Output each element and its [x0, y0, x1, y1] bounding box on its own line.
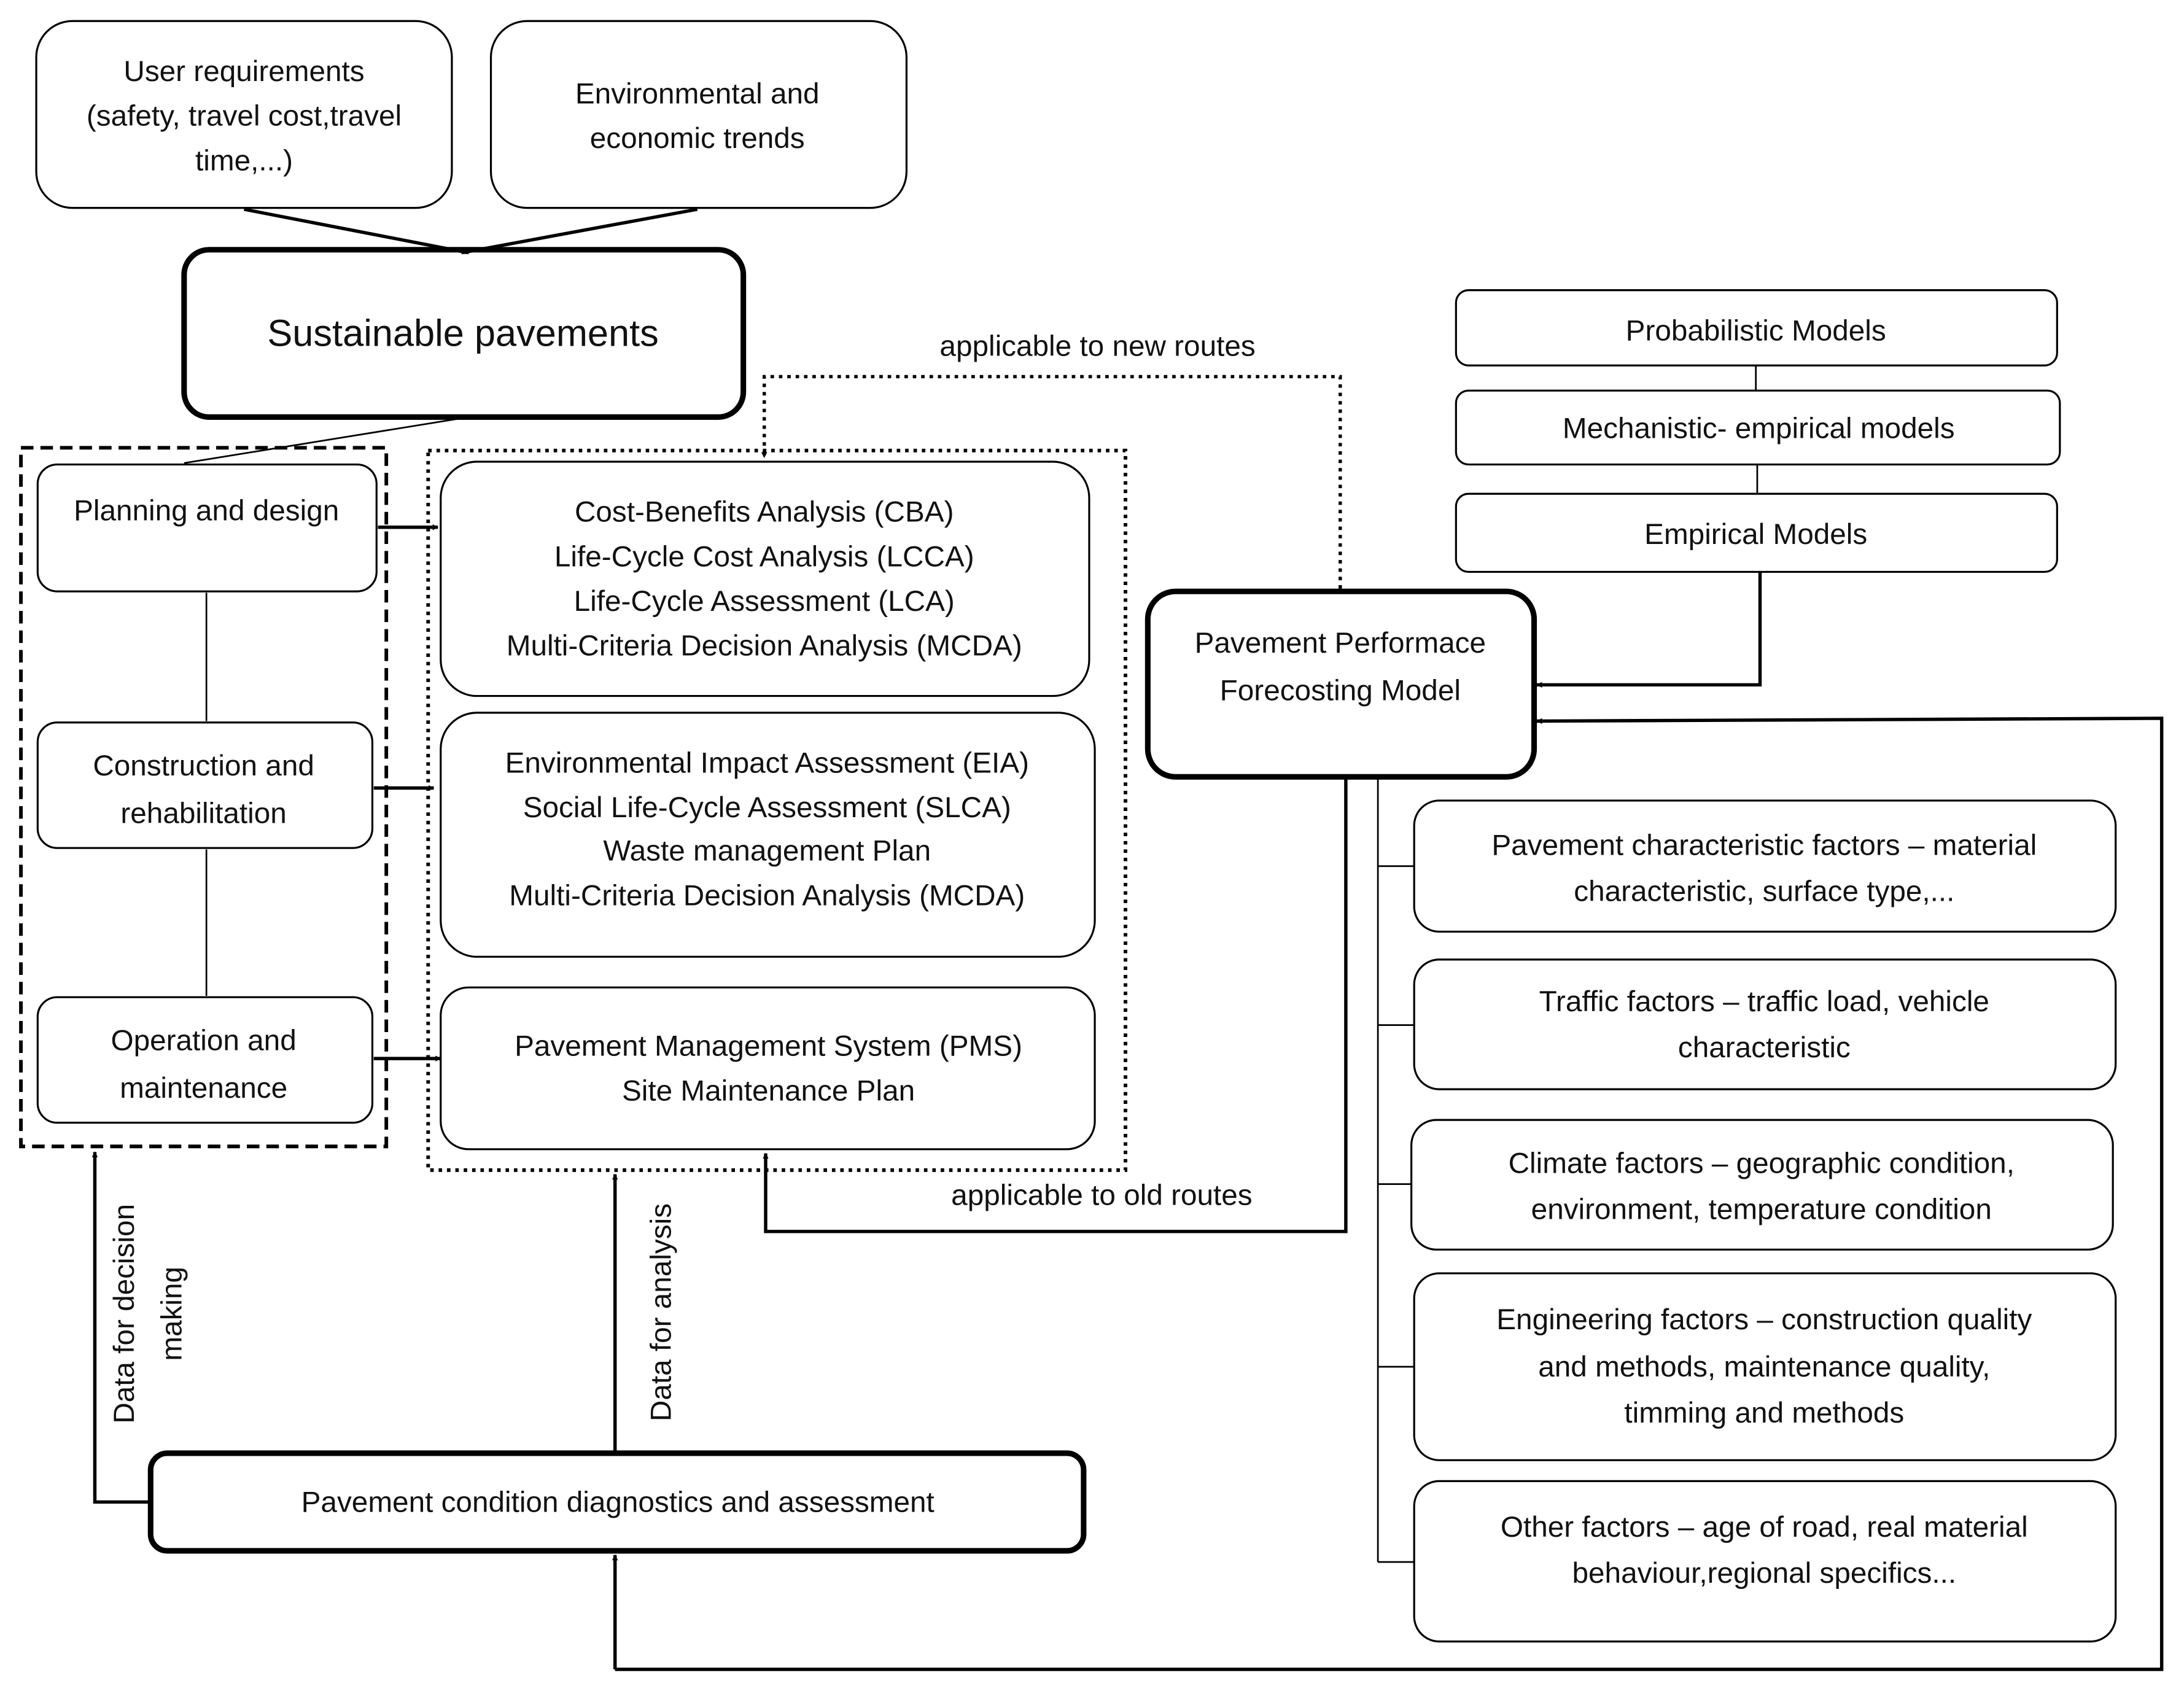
operation-box — [36, 996, 374, 1124]
engineering-factors-text: Engineering factors – construction quali… — [1496, 1303, 2032, 1429]
sustainable-to-lifecycle-line — [184, 417, 461, 464]
planning-text: Planning and design — [74, 494, 339, 527]
other-factors-text: Other factors – age of road, real materi… — [1501, 1511, 2028, 1590]
methods-planning-box — [440, 460, 1090, 697]
diagnostics-to-forecasting-arrow — [615, 716, 2164, 1671]
construction-box — [36, 721, 374, 849]
user-to-sustainable-arrow — [243, 208, 468, 255]
methods-operation-text: Pavement Management System (PMS)Site Mai… — [515, 1030, 1022, 1108]
climate-factors-box — [1410, 1119, 2114, 1251]
user-requirements-box — [35, 20, 453, 209]
mechanistic-models-text: Mechanistic- empirical models — [1563, 412, 1955, 445]
planning-box — [36, 463, 378, 592]
methods-operation-box — [440, 986, 1096, 1151]
methods-construction-box — [440, 712, 1096, 958]
methods-construction-text: Environmental Impact Assessment (EIA)Soc… — [505, 747, 1029, 912]
traffic-factors-box — [1413, 958, 2117, 1090]
env-to-sustainable-arrow — [462, 208, 698, 255]
new-routes-arrow — [761, 375, 1342, 589]
methods-planning-text: Cost-Benefits Analysis (CBA)Life-Cycle C… — [507, 496, 1022, 662]
sustainable-pavements-title: Sustainable pavements — [267, 311, 658, 354]
empirical-models-text: Empirical Models — [1644, 518, 1867, 551]
probabilistic-models-text: Probabilistic Models — [1626, 314, 1886, 347]
lifecycle-group-frame — [19, 446, 389, 1149]
old-routes-label: applicable to old routes — [951, 1179, 1252, 1212]
diagnostics-box — [147, 1450, 1087, 1554]
new-routes-label: applicable to new routes — [939, 330, 1255, 362]
old-routes-arrow — [763, 778, 1348, 1233]
data-for-decision-arrow — [91, 1151, 150, 1504]
empirical-to-forecasting-arrow — [1536, 572, 1762, 688]
diagnostics-text: Pavement condition diagnostics and asses… — [301, 1486, 935, 1518]
env-trends-box — [489, 20, 907, 209]
user-requirements-text: User requirements(safety, travel cost,tr… — [87, 55, 402, 177]
pavement-factors-text: Pavement characteristic factors – materi… — [1491, 829, 2037, 908]
forecasting-model-box — [1144, 588, 1537, 780]
engineering-factors-box — [1413, 1272, 2117, 1461]
other-factors-box — [1413, 1480, 2117, 1643]
data-for-analysis-label: Data for analysis — [645, 1203, 678, 1421]
methods-group-frame — [426, 448, 1127, 1172]
pavement-factors-box — [1413, 799, 2117, 933]
climate-factors-text: Climate factors – geographic condition,e… — [1509, 1147, 2015, 1225]
